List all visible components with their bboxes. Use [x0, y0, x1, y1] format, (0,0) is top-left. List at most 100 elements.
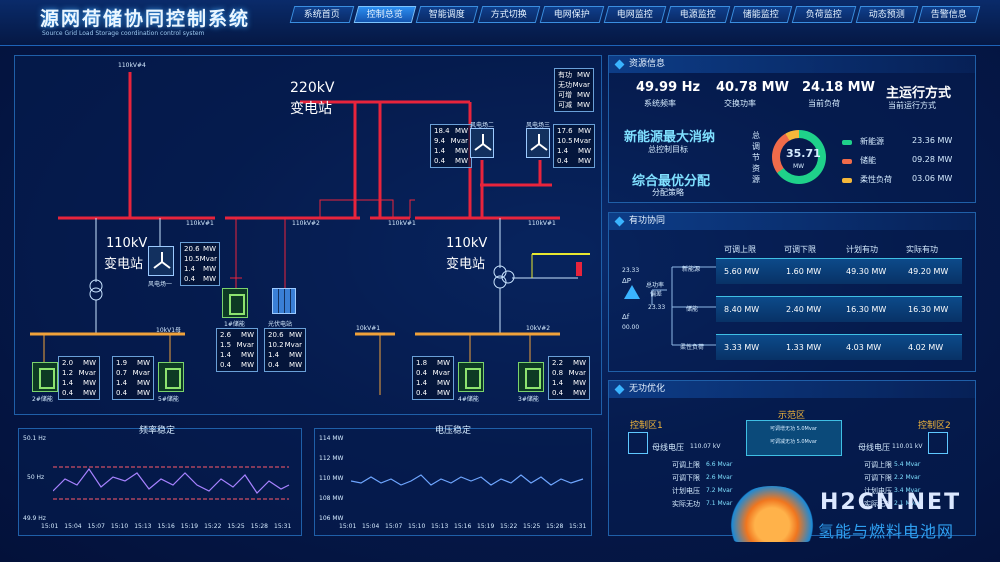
control-flow-diagram — [624, 266, 716, 346]
box-unit: MW — [241, 351, 254, 359]
zone-row-value: 6.6 Mvar — [706, 461, 733, 468]
voltage-line-chart — [351, 474, 584, 486]
res-mode-value: 主运行方式 — [886, 86, 952, 101]
storage4-battery-icon[interactable] — [458, 362, 484, 392]
active-cell: 49.20 MW — [908, 267, 949, 276]
box-unit: MW — [83, 379, 96, 387]
nav-tab-6[interactable]: 电源监控 — [665, 6, 731, 23]
zone-row-label: 可调上限 — [864, 461, 892, 469]
box-unit: MW — [241, 331, 254, 339]
gauge-unit: MW — [793, 163, 805, 170]
strategy-sub: 分配策略 — [652, 188, 684, 197]
legend-renewable-value: 23.36 MW — [912, 136, 953, 145]
p-value-2: 23.33 — [648, 304, 666, 311]
box-unit: Mvar — [572, 81, 590, 89]
solar-panel-icon[interactable] — [272, 288, 296, 314]
p-value-1: 23.33 — [622, 267, 640, 274]
active-cell: 16.30 MW — [908, 305, 949, 314]
f-value: 00.00 — [622, 324, 640, 331]
storage3-battery-icon[interactable] — [518, 362, 544, 392]
res-exchange-value: 40.78 MW — [716, 80, 789, 95]
box-unit: Mvar — [450, 137, 468, 145]
box-value: 20.6 — [184, 245, 200, 253]
active-cell: 49.30 MW — [846, 267, 887, 276]
box-value: 0.4 — [557, 157, 569, 165]
volt-x-tick: 15:31 — [569, 523, 587, 530]
active-cell: 4.02 MW — [908, 343, 944, 352]
nav-tab-10[interactable]: 告警信息 — [917, 6, 981, 23]
box-unit: MW — [203, 245, 216, 253]
box-value: 0.4 — [416, 389, 428, 397]
storage1-battery-icon[interactable] — [222, 288, 248, 318]
box-value: 0.4 — [220, 361, 232, 369]
wind-turbine-icon[interactable] — [470, 128, 494, 158]
volt-x-tick: 15:16 — [454, 523, 472, 530]
res-exchange-label: 交换功率 — [724, 99, 756, 108]
storage4-label: 4#储能 — [458, 396, 479, 403]
box-value: 0.4 — [184, 275, 196, 283]
freq-x-tick: 15:04 — [64, 523, 82, 530]
nav-tab-7[interactable]: 储能监控 — [729, 6, 793, 23]
box-unit: Mvar — [284, 341, 302, 349]
box-value: 1.9 — [116, 359, 128, 367]
storage5-battery-icon[interactable] — [158, 362, 184, 392]
box-unit: MW — [573, 359, 586, 367]
demo-increase: 可调增无功 5.0Mvar — [770, 426, 817, 432]
nav-tab-5[interactable]: 电网监控 — [603, 6, 667, 23]
zone-row-value: 7.1 Mvar — [706, 500, 733, 507]
box-unit: MW — [137, 379, 150, 387]
box-unit: Mvar — [568, 369, 586, 377]
topology-panel — [14, 55, 602, 415]
active-cell: 1.60 MW — [786, 267, 822, 276]
active-cell: 1.33 MW — [786, 343, 822, 352]
box-value: 1.4 — [416, 379, 428, 387]
legend-flex-value: 03.06 MW — [912, 174, 953, 183]
box-value: 1.5 — [220, 341, 232, 349]
legend-storage-swatch — [842, 159, 852, 164]
nav-tab-9[interactable]: 动态预测 — [855, 6, 919, 23]
volt-y-3: 110 MW — [319, 475, 344, 482]
box-unit: Mvar — [432, 369, 450, 377]
box-value: 1.4 — [268, 351, 280, 359]
watermark-logo — [730, 486, 814, 542]
active-cell: 2.40 MW — [786, 305, 822, 314]
box-value: 1.4 — [116, 379, 128, 387]
box-value: 可增 — [558, 91, 572, 99]
nav-tab-label: 负荷监控 — [805, 10, 842, 20]
freq-x-tick: 15:22 — [204, 523, 222, 530]
volt-x-tick: 15:22 — [500, 523, 518, 530]
active-power-title: 有功协同 — [609, 213, 975, 230]
storage2-label: 2#储能 — [32, 396, 53, 403]
volt-x-tick: 15:01 — [339, 523, 357, 530]
bus-110kv-1b: 110kV#1 — [388, 220, 416, 227]
zone-row-value: 2.6 Mvar — [706, 474, 733, 481]
storage1-label: 1#储能 — [224, 321, 245, 328]
legend-storage-value: 09.28 MW — [912, 155, 953, 164]
box-value: 9.4 — [434, 137, 446, 145]
storage2-battery-icon[interactable] — [32, 362, 58, 392]
zone-row-label: 实际无功 — [864, 500, 892, 508]
freq-y-top: 50.1 Hz — [23, 435, 46, 442]
box-value: 0.4 — [62, 389, 74, 397]
box-value: 0.4 — [434, 157, 446, 165]
wind3-label: 风电场三 — [526, 122, 551, 129]
nav-tab-8[interactable]: 负荷监控 — [791, 6, 857, 23]
volt-x-tick: 15:25 — [523, 523, 541, 530]
wind-turbine-icon[interactable] — [148, 246, 174, 276]
wind-turbine-icon[interactable] — [526, 128, 550, 158]
app-subtitle: Source Grid Load Storage coordination co… — [42, 30, 205, 37]
nav-tab-label: 储能监控 — [742, 10, 779, 20]
